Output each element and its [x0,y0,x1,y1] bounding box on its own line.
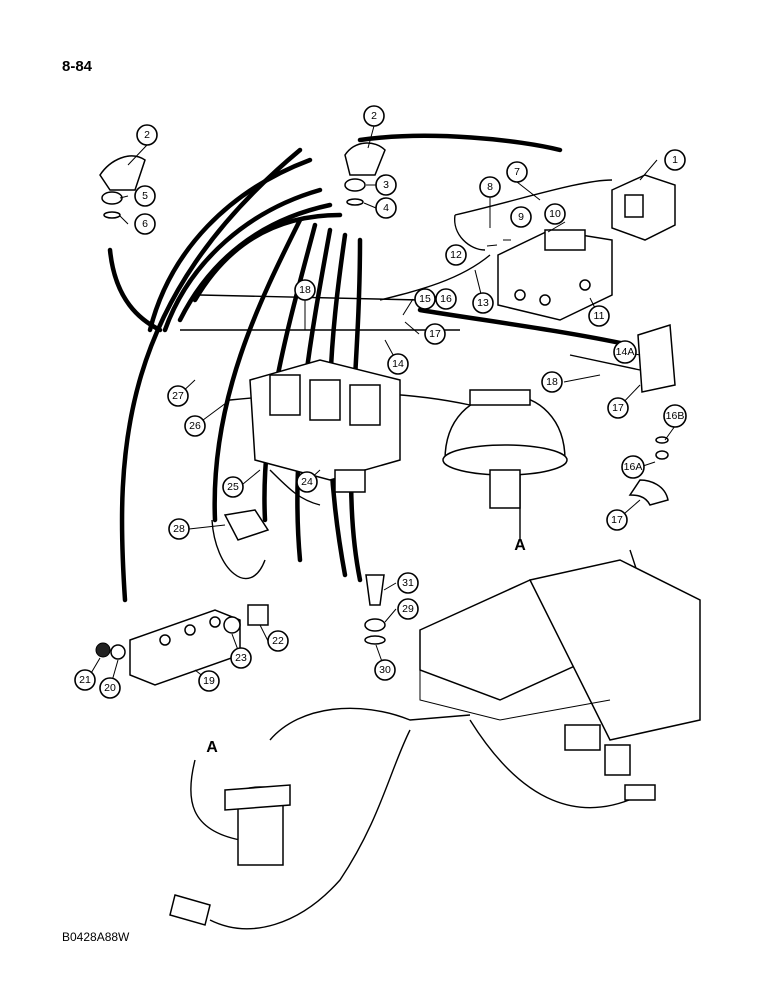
callout-14a: 14A [613,340,637,364]
section-marker-a-upper: A [514,537,526,554]
callout-16b: 16B [663,404,687,428]
callout-9: 9 [510,206,532,228]
svg-text:17: 17 [611,514,623,526]
svg-text:21: 21 [79,674,91,686]
svg-text:31: 31 [402,577,414,589]
callout-6: 6 [134,213,156,235]
svg-text:17: 17 [429,328,441,340]
elbow-16a-17 [628,436,669,506]
svg-text:25: 25 [227,481,239,493]
svg-text:16: 16 [440,293,452,305]
callout-1: 1 [664,149,686,171]
drawing-code: B0428A88W [62,930,130,944]
callout-8: 8 [479,176,501,198]
fitting-parts-21-23 [95,604,269,660]
callout-15: 15 [414,288,436,310]
solenoid-28 [223,509,270,541]
svg-text:8: 8 [487,181,493,193]
svg-text:27: 27 [172,390,184,402]
control-valve-assembly-24 [249,359,401,493]
callout-16: 16 [435,288,457,310]
fitting-parts-29-31 [364,574,386,645]
accumulator [442,389,568,509]
callout-13: 13 [472,292,494,314]
callout-26: 26 [184,415,206,437]
callout-11: 11 [588,305,610,327]
callout-30: 30 [374,659,396,681]
svg-text:30: 30 [379,664,391,676]
callout-14: 14 [387,353,409,375]
svg-text:14A: 14A [616,346,635,358]
svg-text:7: 7 [514,166,520,178]
callout-25: 25 [222,476,244,498]
manifold-block-19 [129,609,241,686]
callout-18-upper: 18 [294,279,316,301]
callout-16a: 16A [621,455,645,479]
callout-18-right: 18 [541,371,563,393]
fittings-top-left [99,155,146,219]
svg-text:17: 17 [612,402,624,414]
svg-text:14: 14 [392,358,404,370]
svg-text:28: 28 [173,523,185,535]
svg-text:10: 10 [549,208,561,220]
svg-text:18: 18 [299,284,311,296]
callout-17-right: 17 [607,397,629,419]
control-console [419,559,701,741]
svg-text:19: 19 [203,675,215,687]
callout-21: 21 [74,669,96,691]
callout-5: 5 [134,185,156,207]
section-marker-a-lower: A [206,739,218,756]
callout-2-center: 2 [363,105,385,127]
callout-17-lower: 17 [606,509,628,531]
callout-7: 7 [506,161,528,183]
svg-text:15: 15 [419,293,431,305]
svg-text:9: 9 [518,211,524,223]
svg-text:20: 20 [104,682,116,694]
valve-bank-14a [637,324,676,393]
svg-text:23: 23 [235,652,247,664]
svg-text:16B: 16B [666,410,685,422]
callout-29: 29 [397,598,419,620]
svg-text:2: 2 [371,110,377,122]
callout-27: 27 [167,385,189,407]
control-valve-1 [611,174,676,241]
callout-24: 24 [296,471,318,493]
fittings-top-center [344,142,386,206]
callout-3: 3 [375,174,397,196]
svg-text:16A: 16A [624,461,643,473]
svg-text:1: 1 [672,154,678,166]
svg-text:26: 26 [189,420,201,432]
lower-right-components [564,724,656,801]
callout-17-upper: 17 [424,323,446,345]
svg-text:4: 4 [383,202,389,214]
svg-text:13: 13 [477,297,489,309]
callout-20: 20 [99,677,121,699]
svg-text:11: 11 [594,310,605,322]
callout-28: 28 [168,518,190,540]
svg-text:5: 5 [142,190,148,202]
svg-text:3: 3 [383,179,389,191]
svg-text:2: 2 [144,129,150,141]
svg-text:24: 24 [301,476,313,488]
callout-22: 22 [267,630,289,652]
svg-text:12: 12 [450,249,462,261]
svg-text:29: 29 [402,603,414,615]
callout-23: 23 [230,647,252,669]
callout-12: 12 [445,244,467,266]
callout-19: 19 [198,670,220,692]
callout-31: 31 [397,572,419,594]
valve-block-11 [497,229,613,321]
callout-2-left: 2 [136,124,158,146]
callout-10: 10 [544,203,566,225]
svg-text:22: 22 [272,635,284,647]
filter-assembly [169,784,291,926]
svg-text:18: 18 [546,376,558,388]
svg-text:6: 6 [142,218,148,230]
page-number: 8-84 [62,58,93,75]
callout-4: 4 [375,197,397,219]
